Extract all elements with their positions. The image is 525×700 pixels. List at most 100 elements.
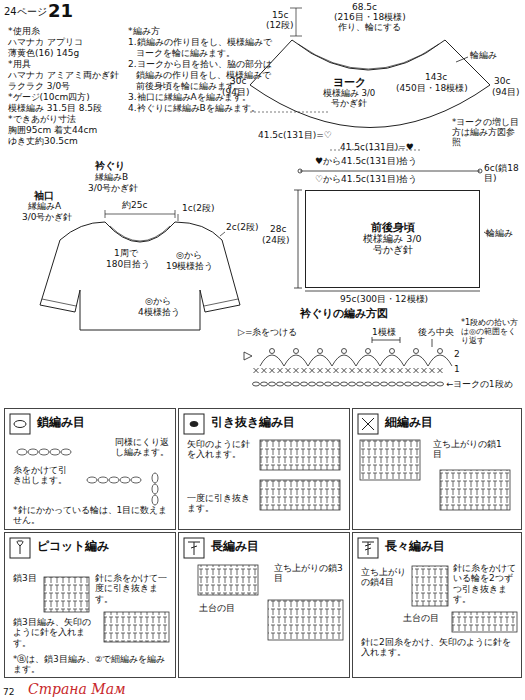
chart-stroke <box>358 368 363 373</box>
chart-stroke <box>437 382 444 386</box>
stitch-illustration <box>17 440 517 642</box>
stitch-illustration <box>17 449 27 455</box>
label-text: 2 <box>454 349 460 359</box>
symbol-icons <box>188 542 200 555</box>
part-note: 針に糸をかけている輪を2つずつ引き抜きます。 <box>453 563 519 604</box>
label-text: 1c(2段) <box>182 203 214 213</box>
chart-stroke <box>382 368 387 373</box>
part-title: 前後身頃 <box>371 222 415 235</box>
garment-outline <box>178 214 179 221</box>
stitch-box: ピコット編み鎖3目針に糸をかけて一度に引き抜きます。鎖3目編み、矢印のように針を… <box>4 532 176 678</box>
part-title: 長編み目 <box>211 540 259 554</box>
garment-part: 前後身頃模様編み 3/0号かぎ針 <box>305 190 480 288</box>
part-note: 立ち上がりの鎖3目 <box>274 563 344 584</box>
yoke-outline <box>250 40 490 128</box>
chart-stroke <box>262 368 267 373</box>
garment-part: ヨーク模様編み 3/0号かぎ針 <box>318 76 380 110</box>
stitch-illustration <box>268 600 343 640</box>
stitch-illustration <box>152 484 158 494</box>
label-text: 模様編み 31.5目 8.5段 <box>8 103 102 113</box>
label-text: *編み方 <box>128 26 160 36</box>
edging-chart <box>432 339 433 347</box>
label-text: *使用糸 <box>8 26 40 36</box>
stitch-illustration <box>152 495 158 505</box>
edging-chart <box>244 337 452 386</box>
stitch-box: 細編み目立ち上がりの鎖1目 <box>352 408 522 530</box>
chart-stroke <box>342 368 347 373</box>
label-text: ←ヨークの1段め <box>446 380 513 390</box>
garment-outline <box>105 210 175 218</box>
chart-stroke <box>325 382 332 386</box>
label-text: ▷=糸をつける <box>238 327 297 337</box>
chart-stroke <box>404 355 428 366</box>
label-text: 衿ぐりの編み方図 <box>300 308 388 321</box>
stitch-box: 引き抜き編み目矢印のように針を入れます。一度に引き抜きます。 <box>178 408 350 530</box>
label-text: 2.ヨークから目を拾い、脇の部分は <box>128 59 272 69</box>
label-text: 4模様拾う <box>138 307 180 317</box>
label-text: ♡から41.5c(131目)拾う <box>315 174 417 184</box>
part-note: 糸をかけて引き出します。 <box>13 465 75 486</box>
chart-stroke <box>294 368 299 373</box>
chart-stroke <box>278 368 283 373</box>
label-text: (12段) <box>266 20 293 30</box>
label-text: 1 <box>454 364 460 374</box>
label-text: *ゲージ(10cm四方) <box>8 92 90 102</box>
label-text: 21 <box>48 1 73 22</box>
chart-stroke <box>293 382 300 386</box>
chart-stroke <box>413 382 420 386</box>
chart-stroke <box>374 368 379 373</box>
chart-stroke <box>430 368 435 373</box>
chart-stroke <box>334 368 339 373</box>
chart-stroke <box>429 382 436 386</box>
part-note: 矢印のように針を入れます。 <box>187 439 251 460</box>
stitch-illustration <box>39 449 49 455</box>
label-text: 約25c <box>122 200 147 210</box>
part-note: 鎖3目編み、矢印のように針を入れます。 <box>13 617 93 648</box>
chart-stroke <box>310 368 315 373</box>
chart-stroke <box>309 382 316 386</box>
label-text: 1模様 <box>372 327 396 337</box>
chart-stroke <box>356 355 380 366</box>
chart-stroke <box>422 368 427 373</box>
chart-stroke <box>414 368 419 373</box>
stitch-illustration <box>44 577 89 612</box>
part-note: 針に糸をかけて一度に引き抜きます。 <box>95 573 173 604</box>
label-text: 28c <box>270 224 286 234</box>
chart-stroke <box>349 382 356 386</box>
body-lines <box>294 169 490 291</box>
label-text: ◎から <box>176 250 202 260</box>
label-text: 衿ぐり <box>95 160 125 172</box>
chart-stroke <box>389 382 396 386</box>
chart-stroke <box>421 382 428 386</box>
chart-stroke <box>366 368 371 373</box>
label-text: 輪編み <box>470 50 497 60</box>
chart-stroke <box>308 355 332 366</box>
chart-stroke <box>269 382 276 386</box>
label-text: 19模様拾う <box>166 261 213 271</box>
stitch-illustration <box>61 449 71 455</box>
label-text: ヨークを輪に編みます。 <box>136 48 235 58</box>
label-text: (450目・18模様) <box>396 83 468 93</box>
chart-stroke <box>332 355 356 366</box>
chart-stroke <box>366 349 371 354</box>
stitch-illustration <box>260 440 340 470</box>
body-lines <box>294 190 302 288</box>
symbol-icons <box>14 421 26 428</box>
body-lines <box>300 171 480 172</box>
label-text: 24ページ <box>4 6 47 18</box>
stitch-illustration <box>120 477 130 483</box>
garment-outline <box>40 222 240 330</box>
label-text: 薄黄色(16) 145g <box>8 48 79 58</box>
symbol-icons <box>362 418 374 430</box>
part-note: 同様にくり返し編みます。 <box>115 437 173 458</box>
chart-stroke <box>350 368 355 373</box>
chart-stroke <box>342 349 347 354</box>
part-note: 鎖3目 <box>13 573 37 583</box>
chart-stroke <box>284 355 308 366</box>
label-text: 3/0号かぎ針 <box>88 183 138 193</box>
chart-stroke <box>333 382 340 386</box>
label-text: 68.5c <box>352 2 377 12</box>
label-text: ◎から <box>145 296 171 306</box>
part-title: 細編み目 <box>385 416 433 430</box>
chart-stroke <box>438 349 443 354</box>
